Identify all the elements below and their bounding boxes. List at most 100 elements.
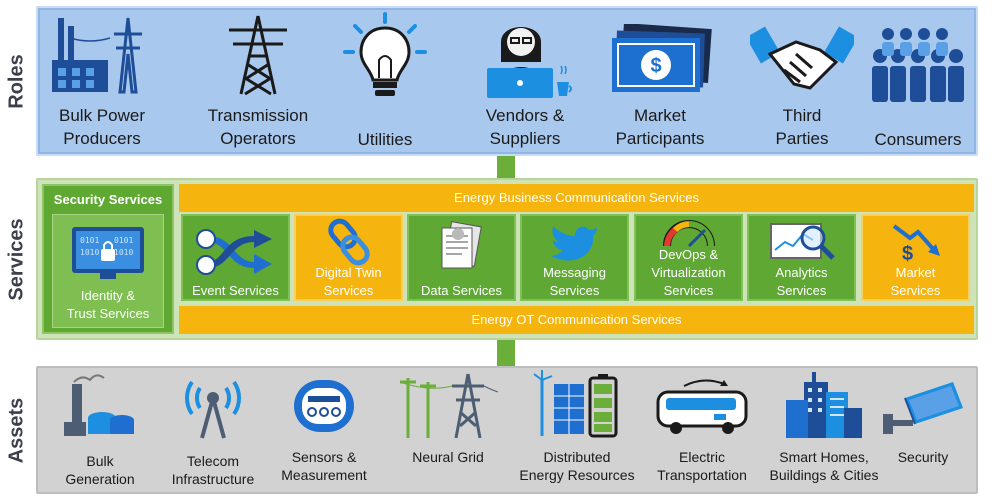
crowd-icon: [872, 28, 964, 102]
label-text: Utilities: [357, 130, 413, 149]
asset-neural-grid: Neural Grid: [386, 368, 510, 492]
camera-icon: [883, 382, 963, 434]
event-arrow-icon: [195, 229, 272, 275]
solar-battery-icon: [533, 370, 618, 438]
svg-text:1010: 1010: [114, 248, 133, 257]
svg-text:$: $: [902, 243, 913, 264]
asset-smart-homes-buildings-cities: Smart Homes,Buildings & Cities: [762, 368, 886, 492]
label-text: Event Services: [192, 283, 279, 298]
asset-label: Neural Grid: [386, 448, 510, 466]
service-label: Data Services: [409, 282, 514, 300]
role-consumers: Consumers: [862, 10, 974, 155]
asset-security: Security: [876, 368, 970, 492]
transmission-tower-icon: [229, 15, 287, 96]
person-laptop-icon: [487, 27, 572, 98]
lightbulb-icon: [343, 12, 427, 96]
roles-services-connector: [497, 156, 515, 178]
chain-link-icon: [327, 218, 370, 266]
role-utilities: Utilities: [330, 10, 440, 155]
service-label: Event Services: [183, 282, 288, 300]
asset-label: Smart Homes,Buildings & Cities: [762, 448, 886, 484]
services-assets-connector: [497, 340, 515, 366]
energy-ot-communication-bar: Energy OT Communication Services: [179, 306, 974, 334]
energy-business-communication-bar: Energy Business Communication Services: [179, 184, 974, 212]
handshake-icon: [750, 26, 854, 90]
buildings-icon: [786, 372, 862, 438]
svg-text:0101: 0101: [80, 236, 99, 245]
gauge-icon: [662, 220, 715, 248]
label-text: Identity &Trust Services: [66, 288, 150, 321]
money-icon: $: [612, 24, 712, 92]
role-label: Consumers: [862, 128, 974, 151]
svg-text:1010: 1010: [80, 248, 99, 257]
svg-text:0101: 0101: [114, 236, 133, 245]
assets-section-label: Assets: [5, 397, 28, 463]
roles-section-label: Roles: [5, 53, 28, 109]
label-text: Smart Homes,Buildings & Cities: [769, 449, 879, 483]
bird-icon: [550, 226, 597, 261]
service-event: Event Services: [181, 214, 290, 301]
role-vendors-suppliers: Vendors &Suppliers: [462, 10, 588, 155]
magnifier-chart-icon: [769, 223, 835, 260]
security-services-panel: Security Services 0101 0101 1010 1010 Id…: [42, 184, 174, 334]
label-text: Security: [897, 449, 949, 465]
bus-icon: [656, 379, 748, 434]
asset-sensors-measurement: Sensors &Measurement: [268, 368, 380, 492]
binary-lock-monitor-icon: 0101 0101 1010 1010: [72, 227, 144, 279]
factory-icon: [64, 374, 134, 436]
label-text: Neural Grid: [412, 449, 484, 465]
label-text: Consumers: [874, 130, 962, 149]
label-text: Sensors &Measurement: [281, 449, 367, 483]
documents-icon: [441, 221, 482, 269]
role-label: Vendors &Suppliers: [462, 104, 588, 150]
label-text: Vendors &Suppliers: [485, 106, 565, 148]
meter-icon: [294, 380, 354, 432]
dollar-down-icon: $: [892, 224, 940, 264]
radio-tower-icon: [184, 380, 242, 439]
security-services-title: Security Services: [53, 192, 163, 207]
asset-label: Sensors &Measurement: [268, 448, 380, 484]
identity-trust-tile: 0101 0101 1010 1010 Identity &Trust Serv…: [52, 214, 164, 328]
identity-trust-label: Identity &Trust Services: [53, 287, 163, 323]
power-lines-icon: [399, 373, 498, 439]
label-text: Data Services: [421, 283, 502, 298]
asset-label: Security: [876, 448, 970, 466]
